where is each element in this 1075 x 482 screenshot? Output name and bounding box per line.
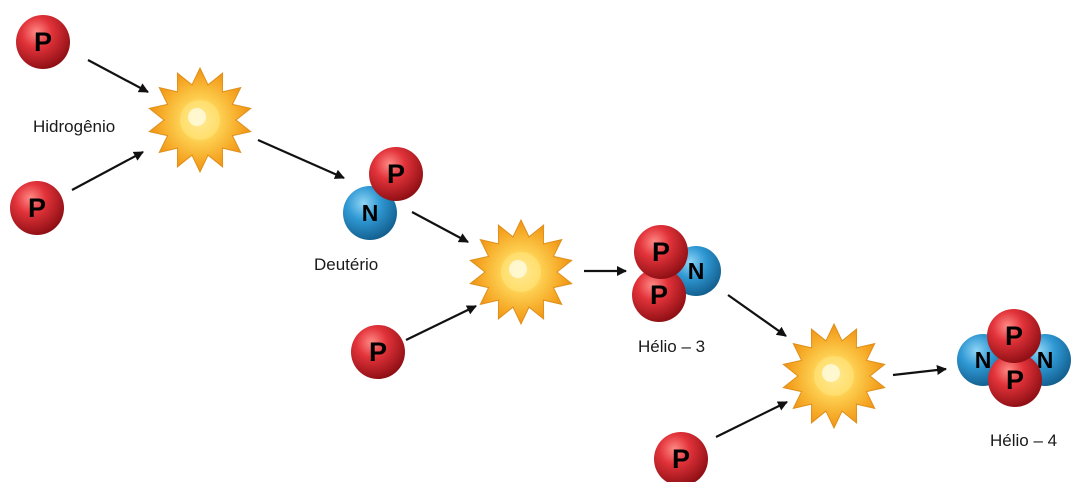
proton-sphere [634,225,688,279]
proton-letter: P [369,337,387,367]
burst-highlight [188,108,206,126]
neutron-letter: N [362,200,379,226]
proton-1: P [16,15,70,69]
proton-3: P [351,325,405,379]
neutron-letter: N [975,347,992,373]
fusion-burst-2 [469,218,573,326]
arrow-p1-to-burst1 [87,59,149,93]
deuterium-nucleus: N P [343,147,423,240]
proton-letter: P [1005,321,1023,351]
burst-highlight [509,260,527,278]
arrow-helium3-to-burst3 [727,294,787,337]
proton-letter: P [652,237,670,267]
proton-letter: P [650,280,668,310]
burst-highlight [822,364,840,382]
label-deuterium: Deutério [314,255,378,274]
arrow-burst1-to-deuterium [257,138,345,180]
helium3-proton-top: P [634,225,688,279]
proton-letter: P [28,193,46,223]
helium4-proton-top: P [987,309,1041,363]
proton-4: P [654,432,708,482]
proton-sphere [351,325,405,379]
proton-sphere [988,353,1042,407]
label-helium4: Hélio – 4 [990,431,1057,450]
helium3-nucleus: N P P [632,225,721,322]
deuterium-neutron: N [343,186,397,240]
proton-sphere [10,181,64,235]
arrow-burst3-to-helium4 [892,365,947,377]
proton-sphere [987,309,1041,363]
neutron-sphere [343,186,397,240]
fusion-burst-1 [148,66,252,174]
arrow-deuterium-to-burst2 [411,211,469,243]
proton-sphere [16,15,70,69]
fusion-burst-3 [782,322,886,430]
helium3-proton-bottom: P [632,268,686,322]
proton-letter: P [34,27,52,57]
proton-sphere [654,432,708,482]
helium4-proton-bottom: P [988,353,1042,407]
helium4-nucleus: N N P P [957,309,1071,407]
neutron-letter: N [688,258,705,284]
proton-letter: P [1006,365,1024,395]
proton-letter: P [387,159,405,189]
arrow-p3-to-burst2 [405,305,477,341]
arrows [71,59,947,438]
label-helium3: Hélio – 3 [638,337,705,356]
proton-sphere [632,268,686,322]
arrow-p4-to-burst3 [715,401,788,438]
proton-2: P [10,181,64,235]
label-hydrogen: Hidrogênio [33,117,115,136]
arrow-p2-to-burst1 [71,151,144,191]
proton-letter: P [672,444,690,474]
neutron-letter: N [1037,347,1054,373]
proton-sphere [369,147,423,201]
deuterium-proton: P [369,147,423,201]
